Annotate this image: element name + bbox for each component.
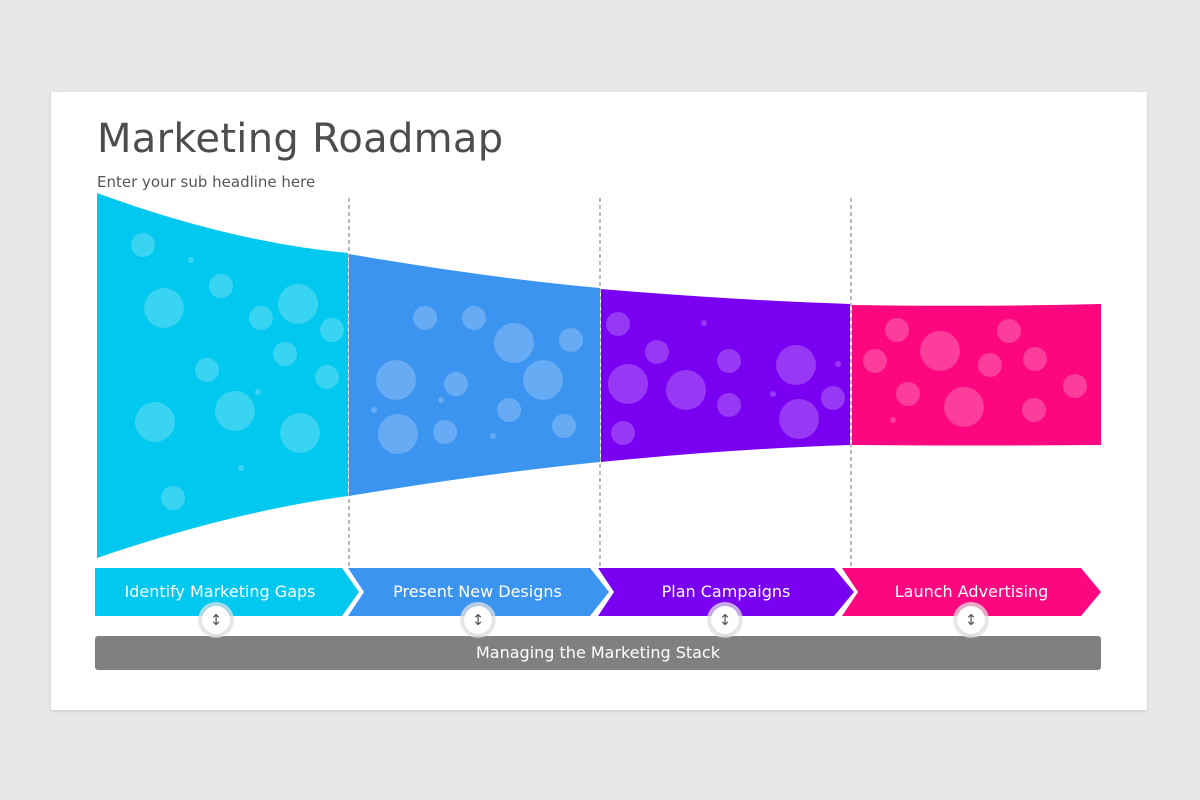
up-down-arrow-icon[interactable]: ↕ [957,606,985,634]
stage-label-1: Identify Marketing Gaps [124,582,316,601]
funnel-segment-1 [97,193,348,558]
stage-label-2: Present New Designs [393,582,562,601]
funnel-segment-4 [852,304,1101,446]
marketing-stack-bar: Managing the Marketing Stack [95,636,1101,670]
funnel-segment-3 [601,289,850,462]
roadmap-funnel [95,193,1101,616]
page-subtitle: Enter your sub headline here [97,173,316,191]
bubbles-segment-1 [131,233,344,510]
stage-arrow-2 [348,568,609,616]
bubbles-segment-3 [606,312,845,445]
stage-label-3: Plan Campaigns [661,582,791,601]
funnel-segment-2 [349,254,600,496]
slide: Marketing Roadmap Enter your sub headlin… [51,92,1147,710]
bubbles-segment-4 [863,318,1087,427]
bubbles-segment-2 [371,306,583,454]
up-down-arrow-icon[interactable]: ↕ [202,606,230,634]
stage-arrow-3 [598,568,854,616]
stage-arrow-1 [95,568,359,616]
stage-label-4: Launch Advertising [894,582,1049,601]
up-down-arrow-icon[interactable]: ↕ [711,606,739,634]
page-title: Marketing Roadmap [97,116,504,162]
stage-arrow-4 [842,568,1101,616]
up-down-arrow-icon[interactable]: ↕ [464,606,492,634]
